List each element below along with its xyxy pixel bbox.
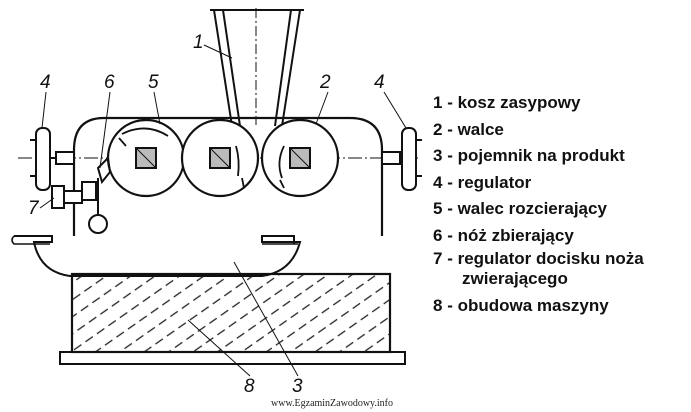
callout-3-leader bbox=[233, 261, 299, 377]
callout-4-left: 4 bbox=[40, 72, 51, 93]
legend-item-8: 8 - obudowa maszyny bbox=[433, 296, 609, 315]
feed-hopper bbox=[210, 8, 304, 127]
callout-4-left-leader bbox=[41, 91, 47, 129]
base-plate bbox=[59, 351, 406, 365]
callout-5-leader bbox=[153, 91, 161, 125]
legend-item-3: 3 - pojemnik na produkt bbox=[433, 146, 625, 165]
upper-frame bbox=[72, 116, 384, 236]
middle-roller bbox=[180, 118, 260, 198]
legend-item-5: 5 - walec rozcierający bbox=[433, 199, 607, 218]
callout-5: 5 bbox=[148, 72, 159, 93]
tray-rim bbox=[11, 235, 298, 245]
knife-pressure-regulator bbox=[51, 185, 83, 209]
watermark: www.EgzaminZawodowy.info bbox=[271, 398, 394, 409]
callout-8-leader bbox=[187, 319, 251, 377]
callout-1: 1 bbox=[193, 32, 204, 53]
product-tray bbox=[14, 235, 302, 277]
callout-6-leader bbox=[99, 91, 111, 169]
callout-4-right-leader bbox=[383, 91, 407, 129]
callout-4-right: 4 bbox=[374, 72, 385, 93]
callout-2: 2 bbox=[319, 72, 331, 93]
legend-item-2: 2 - walce bbox=[433, 119, 504, 139]
callout-6: 6 bbox=[104, 72, 115, 93]
callout-1-leader bbox=[203, 44, 233, 59]
callout-7: 7 bbox=[28, 198, 40, 219]
legend-item-4: 4 - regulator bbox=[433, 172, 532, 192]
grinding-roller bbox=[106, 118, 186, 198]
right-regulator-handwheel bbox=[381, 127, 422, 191]
machine-diagram: 1 2 3 4 4 5 6 7 8 bbox=[11, 8, 422, 397]
legend-item-6: 6 - nóż zbierający bbox=[433, 225, 574, 245]
callout-8: 8 bbox=[244, 376, 255, 397]
roller-2 bbox=[260, 118, 340, 198]
machine-housing bbox=[70, 272, 392, 354]
callout-7-leader bbox=[39, 197, 55, 209]
legend: 1 - kosz zasypowy 2 - walce 3 - pojemnik… bbox=[433, 90, 644, 320]
left-regulator-handwheel bbox=[30, 127, 75, 191]
callout-2-leader bbox=[315, 91, 329, 125]
legend-item-1: 1 - kosz zasypowy bbox=[433, 93, 581, 112]
callout-3: 3 bbox=[292, 376, 303, 397]
scraper-knife bbox=[81, 155, 112, 234]
